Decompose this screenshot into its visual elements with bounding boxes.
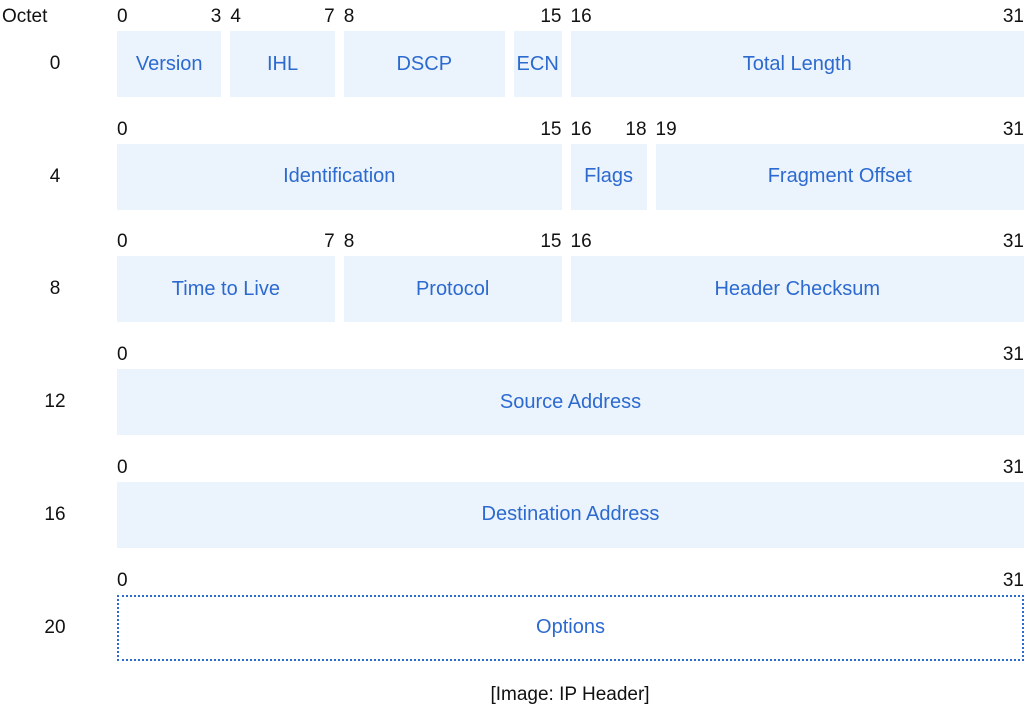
field-identification: Identification <box>117 143 562 210</box>
bit-number: 0 <box>117 6 128 27</box>
octet-label: 4 <box>49 165 61 187</box>
bit-number: 31 <box>1002 456 1024 478</box>
bit-number: 0 <box>117 344 128 366</box>
bit-number: 15 <box>540 6 562 27</box>
field-dscp: DSCP <box>343 31 505 97</box>
octet-column-header: Octet <box>2 6 48 27</box>
octet-label: 16 <box>44 503 66 525</box>
bit-number: 7 <box>324 231 335 253</box>
field-protocol: Protocol <box>343 256 562 323</box>
bit-number: 31 <box>1002 6 1024 27</box>
bit-number: 4 <box>230 6 241 27</box>
bit-number: 0 <box>117 118 128 140</box>
field-total-length: Total Length <box>570 31 1024 97</box>
bit-number: 16 <box>570 6 592 27</box>
field-time-to-live: Time to Live <box>117 256 335 323</box>
octet-label: 0 <box>49 53 61 74</box>
bit-number: 8 <box>343 231 355 253</box>
bit-number: 15 <box>540 118 562 140</box>
bit-number: 16 <box>570 231 592 253</box>
field-flags: Flags <box>570 143 647 210</box>
bit-number: 0 <box>117 569 128 591</box>
bit-number: 16 <box>570 118 592 140</box>
bit-number: 19 <box>655 118 677 140</box>
field-options: Options <box>117 594 1024 661</box>
bit-number: 15 <box>540 231 562 253</box>
octet-label: 12 <box>44 391 66 413</box>
bit-number: 18 <box>625 118 647 140</box>
bit-number: 31 <box>1002 118 1024 140</box>
bit-number: 31 <box>1002 569 1024 591</box>
field-source-address: Source Address <box>117 369 1024 436</box>
bit-number: 0 <box>117 456 128 478</box>
field-version: Version <box>117 31 222 97</box>
bit-number: 3 <box>210 6 222 27</box>
bit-number: 31 <box>1002 231 1024 253</box>
field-fragment-offset: Fragment Offset <box>655 143 1024 210</box>
bit-number: 7 <box>324 6 335 27</box>
bit-number: 8 <box>343 6 355 27</box>
octet-label: 8 <box>49 278 61 300</box>
field-header-checksum: Header Checksum <box>570 256 1024 323</box>
field-ihl: IHL <box>230 31 335 97</box>
field-ecn: ECN <box>513 31 562 97</box>
diagram-caption: [Image: IP Header] <box>490 684 650 705</box>
field-destination-address: Destination Address <box>117 481 1024 548</box>
bit-number: 0 <box>117 231 128 253</box>
octet-label: 20 <box>44 616 66 638</box>
bit-number: 31 <box>1002 344 1024 366</box>
